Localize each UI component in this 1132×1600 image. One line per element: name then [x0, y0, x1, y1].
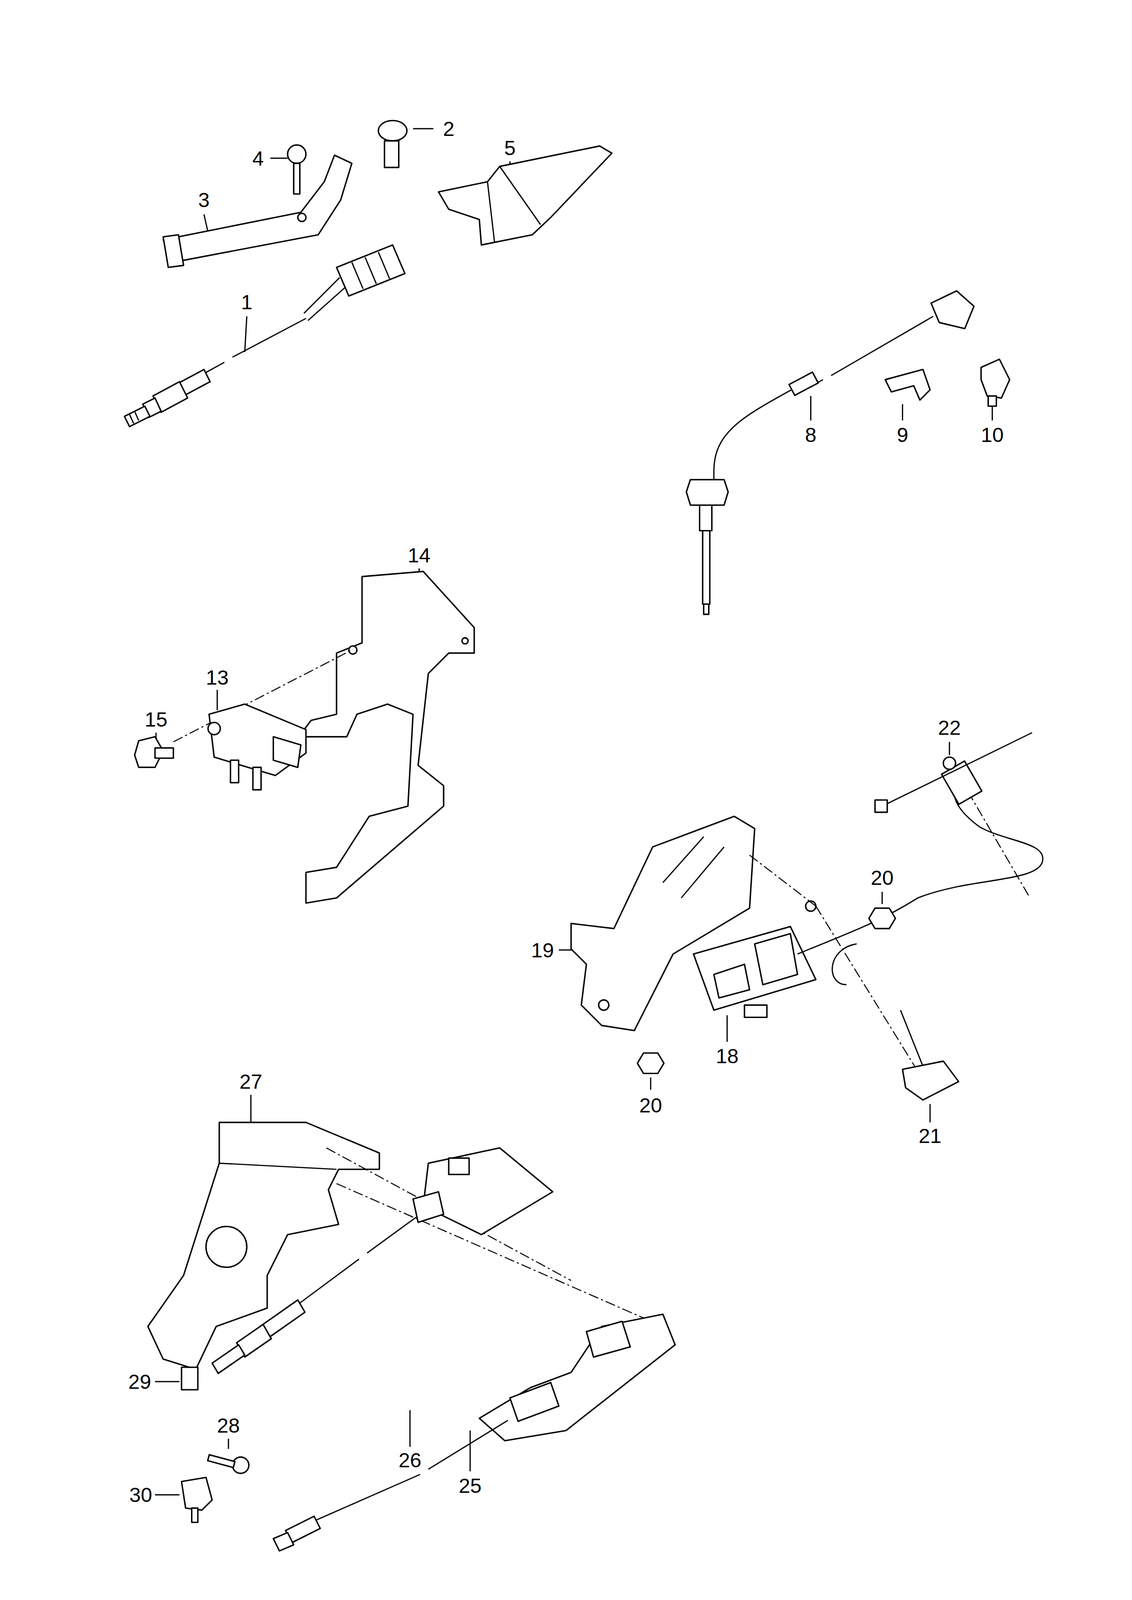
callout-number: 29: [126, 1369, 153, 1392]
cable-tie: [900, 1009, 959, 1100]
screw: [207, 1454, 249, 1474]
callout-number: 19: [529, 938, 556, 961]
clip: [181, 1366, 198, 1390]
bracket: [438, 145, 612, 245]
clip: [885, 369, 931, 400]
callout-number: 2: [441, 117, 457, 140]
cable-clip: [378, 120, 408, 168]
temperature-sensor: [686, 290, 974, 615]
callout-number: 20: [637, 1093, 664, 1116]
screw: [134, 736, 174, 767]
nut: [868, 907, 896, 929]
nut: [637, 1052, 664, 1074]
bracket: [163, 155, 352, 268]
callout-number: 15: [142, 708, 170, 731]
cable-tie: [874, 732, 1032, 812]
callout-number: 25: [456, 1473, 484, 1496]
bracket: [571, 816, 817, 1031]
callout-number: 28: [215, 1413, 242, 1437]
callout-number: 18: [713, 1044, 741, 1067]
nox-control-module: [693, 760, 1043, 1017]
callout-number: 1: [239, 290, 255, 314]
bracket: [147, 1121, 380, 1369]
bracket: [298, 571, 475, 903]
callout-number: 4: [250, 146, 266, 170]
callout-number: 5: [502, 136, 518, 160]
callout-number: 9: [894, 423, 910, 446]
callout-number: 27: [237, 1069, 264, 1093]
callout-number: 30: [127, 1483, 155, 1506]
callout-number: 21: [916, 1123, 944, 1147]
screw: [287, 144, 306, 194]
callout-number: 10: [979, 423, 1006, 446]
callout-number: 26: [396, 1448, 424, 1471]
pressure-sensor: [207, 703, 306, 790]
nox-sensor: [273, 1313, 675, 1551]
leader-lines: [155, 128, 993, 1494]
nox-sensor: [211, 1147, 553, 1373]
callout-number: 13: [203, 666, 231, 689]
clip: [981, 359, 1010, 407]
clip: [181, 1476, 212, 1522]
callout-number: 8: [803, 423, 819, 446]
callout-number: 14: [405, 543, 433, 566]
lambda-sensor: [124, 244, 405, 427]
callout-number: 20: [868, 865, 896, 889]
callout-number: 3: [196, 188, 212, 212]
callout-number: 22: [936, 715, 963, 739]
